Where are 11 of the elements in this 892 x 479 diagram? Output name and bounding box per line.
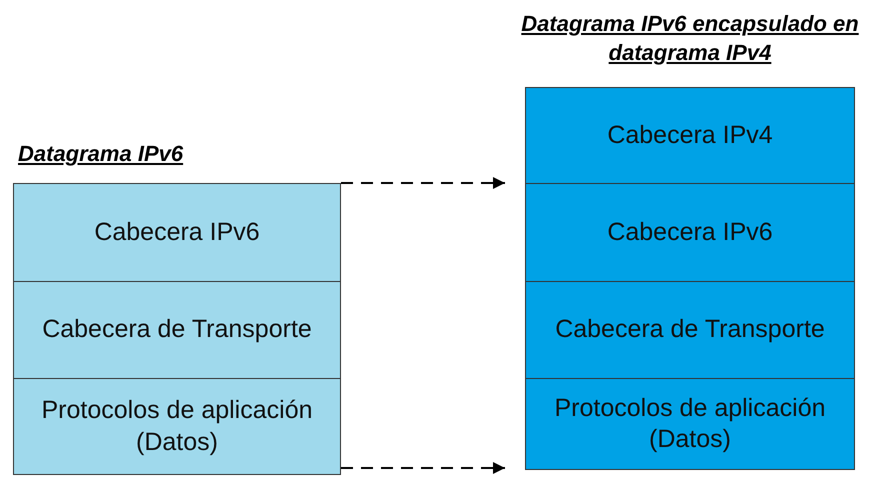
header-layer-box: Cabecera IPv6 bbox=[13, 183, 341, 282]
stack-heading: Datagrama IPv6 bbox=[17, 140, 184, 168]
header-layer-box: Cabecera IPv4 bbox=[525, 87, 855, 184]
header-layer-box: Cabecera IPv6 bbox=[525, 183, 855, 282]
header-layer-box: Cabecera de Transporte bbox=[13, 281, 341, 379]
header-layer-box: Protocolos de aplicación (Datos) bbox=[525, 378, 855, 470]
stack-heading: Datagrama IPv6 encapsulado en datagrama IPv4 bbox=[520, 10, 860, 67]
dashed-arrow bbox=[341, 462, 505, 474]
dashed-arrow bbox=[341, 177, 505, 189]
header-layer-box: Protocolos de aplicación (Datos) bbox=[13, 378, 341, 475]
header-layer-box: Cabecera de Transporte bbox=[525, 281, 855, 379]
